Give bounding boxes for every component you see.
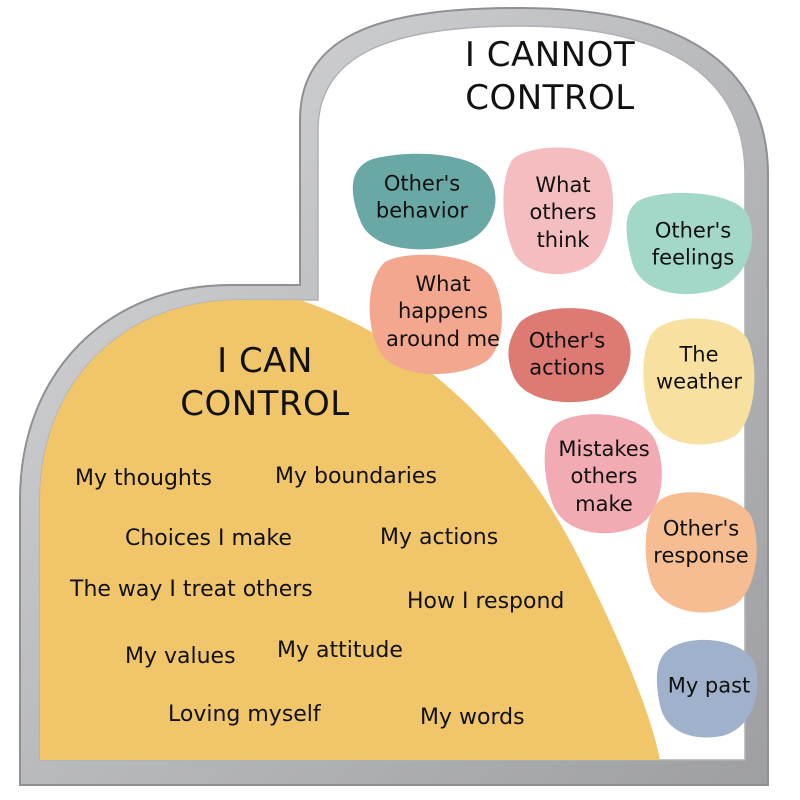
can-item-my-attitude: My attitude — [277, 638, 403, 663]
cannot-item-what-others-think: What others think — [529, 173, 597, 252]
can-item-my-words: My words — [420, 705, 525, 730]
can-item-choices-i-make: Choices I make — [125, 526, 292, 551]
cannot-item-others-actions: Other's actions — [528, 328, 606, 380]
cannot-item-the-weather: The weather — [655, 342, 743, 394]
can-item-my-boundaries: My boundaries — [275, 464, 437, 489]
blob-others-feelings — [626, 192, 753, 295]
cannot-item-others-behavior: Other's behavior — [375, 171, 469, 223]
can-item-the-way-i-treat-others: The way I treat others — [70, 577, 313, 602]
can-item-how-i-respond: How I respond — [407, 589, 565, 614]
can-item-loving-myself: Loving myself — [168, 702, 321, 727]
can-item-my-actions: My actions — [380, 525, 499, 550]
can-control-heading: I CAN CONTROL — [180, 341, 350, 424]
can-item-my-thoughts: My thoughts — [75, 466, 212, 491]
cannot-item-what-happens-around-me: What happens around me — [386, 272, 500, 351]
blob-what-happens-around-me — [369, 254, 502, 375]
blob-what-others-think — [503, 147, 614, 275]
can-item-my-values: My values — [125, 644, 236, 669]
cannot-control-blobs — [352, 147, 758, 738]
can-control-area — [40, 300, 660, 760]
blob-mistakes-others-make — [544, 414, 662, 534]
cannot-item-others-feelings: Other's feelings — [651, 218, 735, 270]
cannot-item-others-response: Other's response — [653, 516, 749, 568]
blob-others-response — [645, 492, 757, 613]
cannot-item-mistakes-others-make: Mistakes others make — [558, 437, 650, 516]
cannot-control-heading: I CANNOT CONTROL — [464, 35, 636, 118]
blob-others-behavior — [352, 153, 496, 250]
blob-others-actions — [508, 308, 631, 403]
blob-my-past — [656, 639, 758, 738]
blob-the-weather — [643, 318, 755, 445]
cannot-item-my-past: My past — [667, 673, 751, 698]
